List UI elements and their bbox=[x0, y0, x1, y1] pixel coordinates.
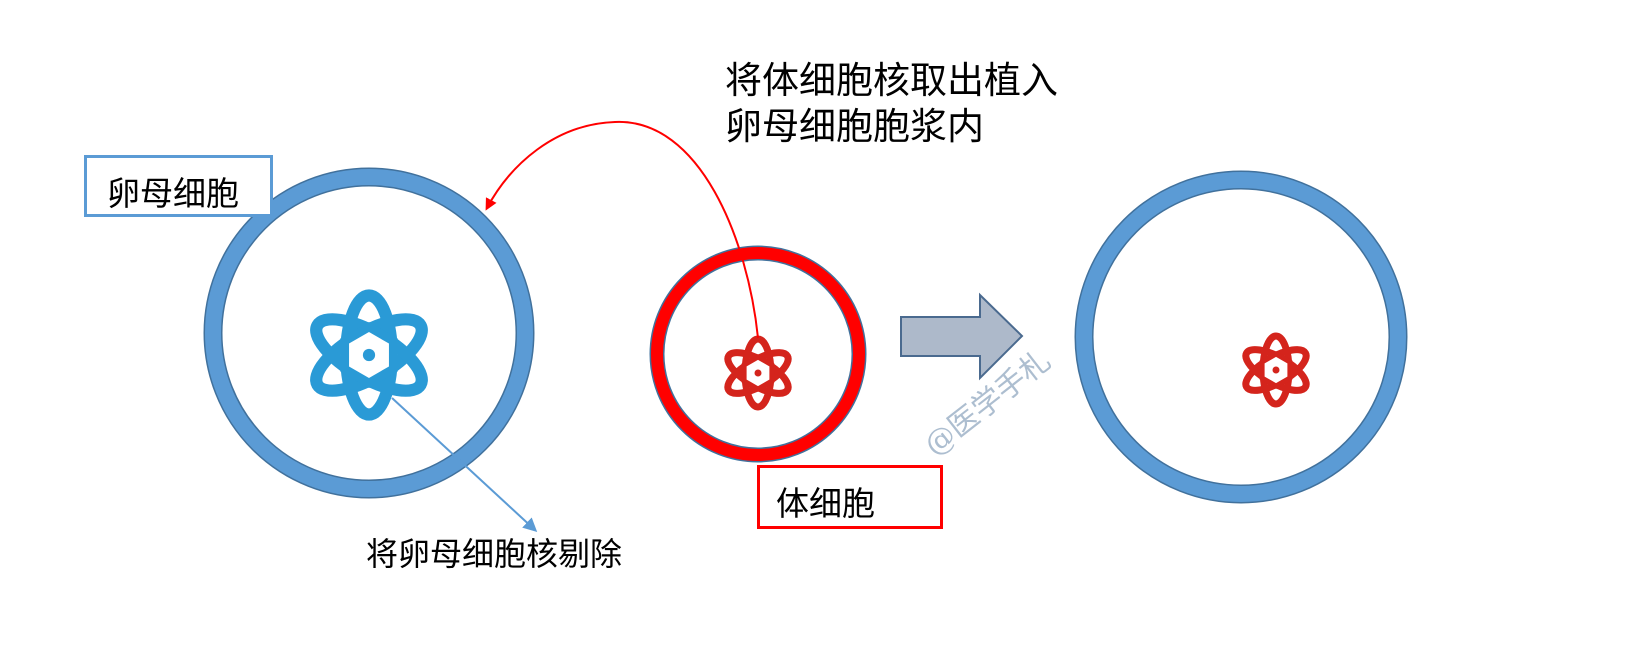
remove-nucleus-label: 将卵母细胞核剔除 bbox=[366, 535, 623, 573]
somatic-cell-label-box: 体细胞 bbox=[757, 465, 943, 529]
oocyte-label-box: 卵母细胞 bbox=[84, 155, 273, 217]
somatic-cell-label: 体细胞 bbox=[776, 484, 875, 523]
transfer-instruction-line1: 将体细胞核取出植入 bbox=[725, 59, 1058, 102]
oocyte-cell bbox=[203, 167, 535, 499]
nucleus-transfer-arrow bbox=[485, 120, 759, 339]
somatic-cell bbox=[649, 245, 867, 463]
reconstructed-cell bbox=[1074, 170, 1408, 504]
process-right-arrow-icon bbox=[900, 292, 1024, 381]
oocyte-nucleus-atom-icon bbox=[306, 296, 432, 415]
transfer-instruction-line2: 卵母细胞胞浆内 bbox=[725, 105, 984, 148]
remove-pointer-arrow bbox=[391, 397, 538, 533]
reconstructed-nucleus-atom-icon bbox=[1240, 336, 1312, 404]
oocyte-label: 卵母细胞 bbox=[107, 174, 239, 213]
somatic-nucleus-atom-icon bbox=[722, 339, 794, 407]
